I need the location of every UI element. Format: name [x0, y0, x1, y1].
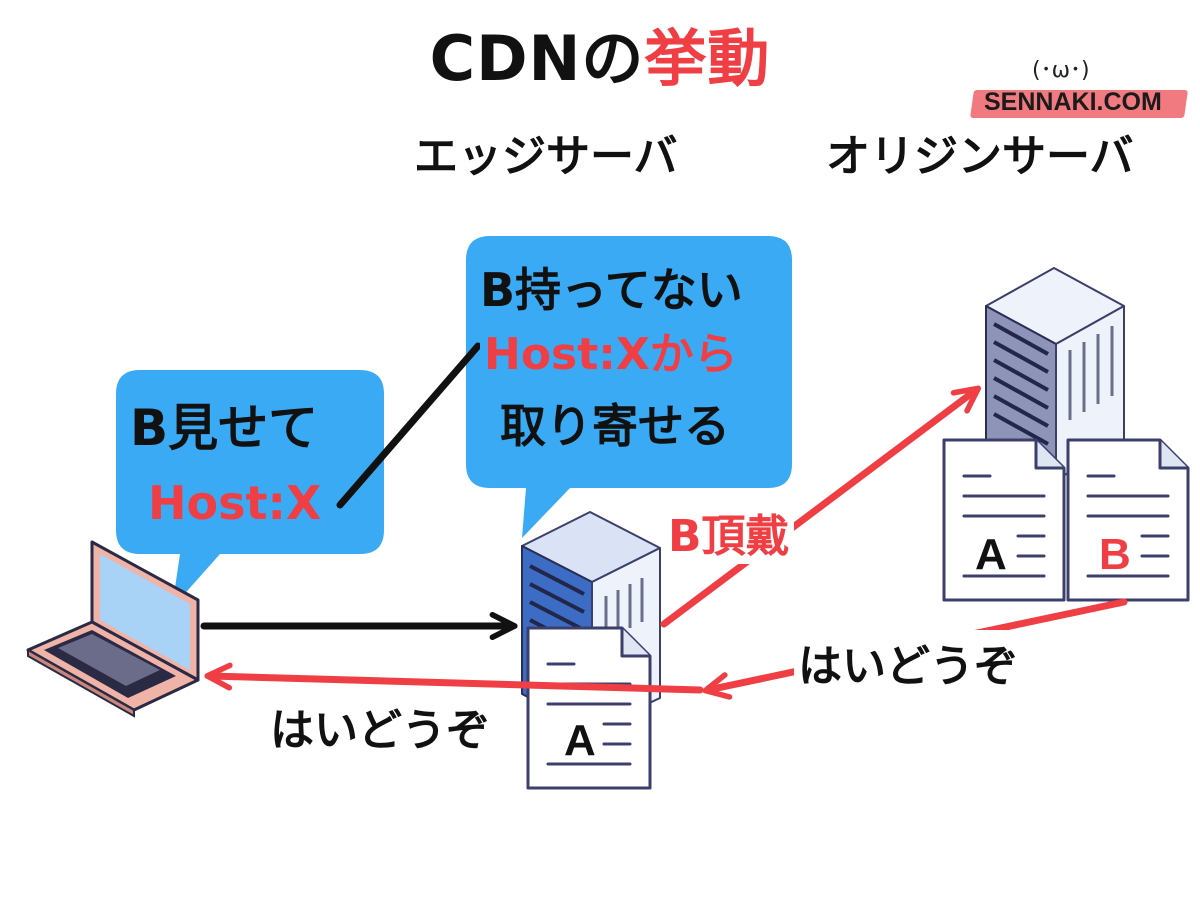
brand-logo: SENNAKI.COM	[970, 84, 1194, 118]
brand-face: (･ω･)	[1032, 58, 1090, 83]
edge-document-a-icon	[526, 626, 652, 790]
edge-reply-arrow	[204, 662, 704, 694]
title-prefix: CDNの	[429, 22, 645, 95]
edge-reply-label: はいどうぞ	[266, 694, 494, 758]
edge-bubble-line3: 取り寄せる	[500, 399, 730, 453]
fetch-arrow-label: B頂戴	[664, 500, 794, 564]
origin-document-a-icon	[942, 438, 1066, 602]
origin-document-b-icon	[1066, 438, 1190, 602]
client-bubble-line1: B見せて	[130, 399, 319, 457]
origin-doc-b-letter: B	[1099, 530, 1131, 579]
origin-doc-a-letter: A	[975, 530, 1007, 579]
bubble-connector-line	[336, 342, 482, 509]
edge-speech-bubble	[466, 236, 792, 538]
fetch-arrow	[660, 385, 982, 628]
edge-server-label: エッジサーバ	[414, 131, 678, 182]
client-speech-bubble	[116, 370, 384, 608]
edge-bubble-line2: Host:Xから	[480, 318, 742, 382]
origin-reply-label: はいどうぞ	[794, 630, 1022, 694]
brand-text: SENNAKI.COM	[984, 88, 1162, 116]
laptop-icon	[26, 540, 200, 718]
client-bubble-line2: Host:X	[148, 476, 322, 530]
edge-bubble-line1: B持ってない	[480, 263, 743, 317]
origin-server-label: オリジンサーバ	[826, 131, 1134, 182]
origin-server-icon	[985, 267, 1125, 481]
title-highlight: 挙動	[644, 22, 771, 95]
edge-doc-a-letter: A	[564, 716, 596, 765]
page-title: CDNの挙動	[0, 8, 1200, 98]
